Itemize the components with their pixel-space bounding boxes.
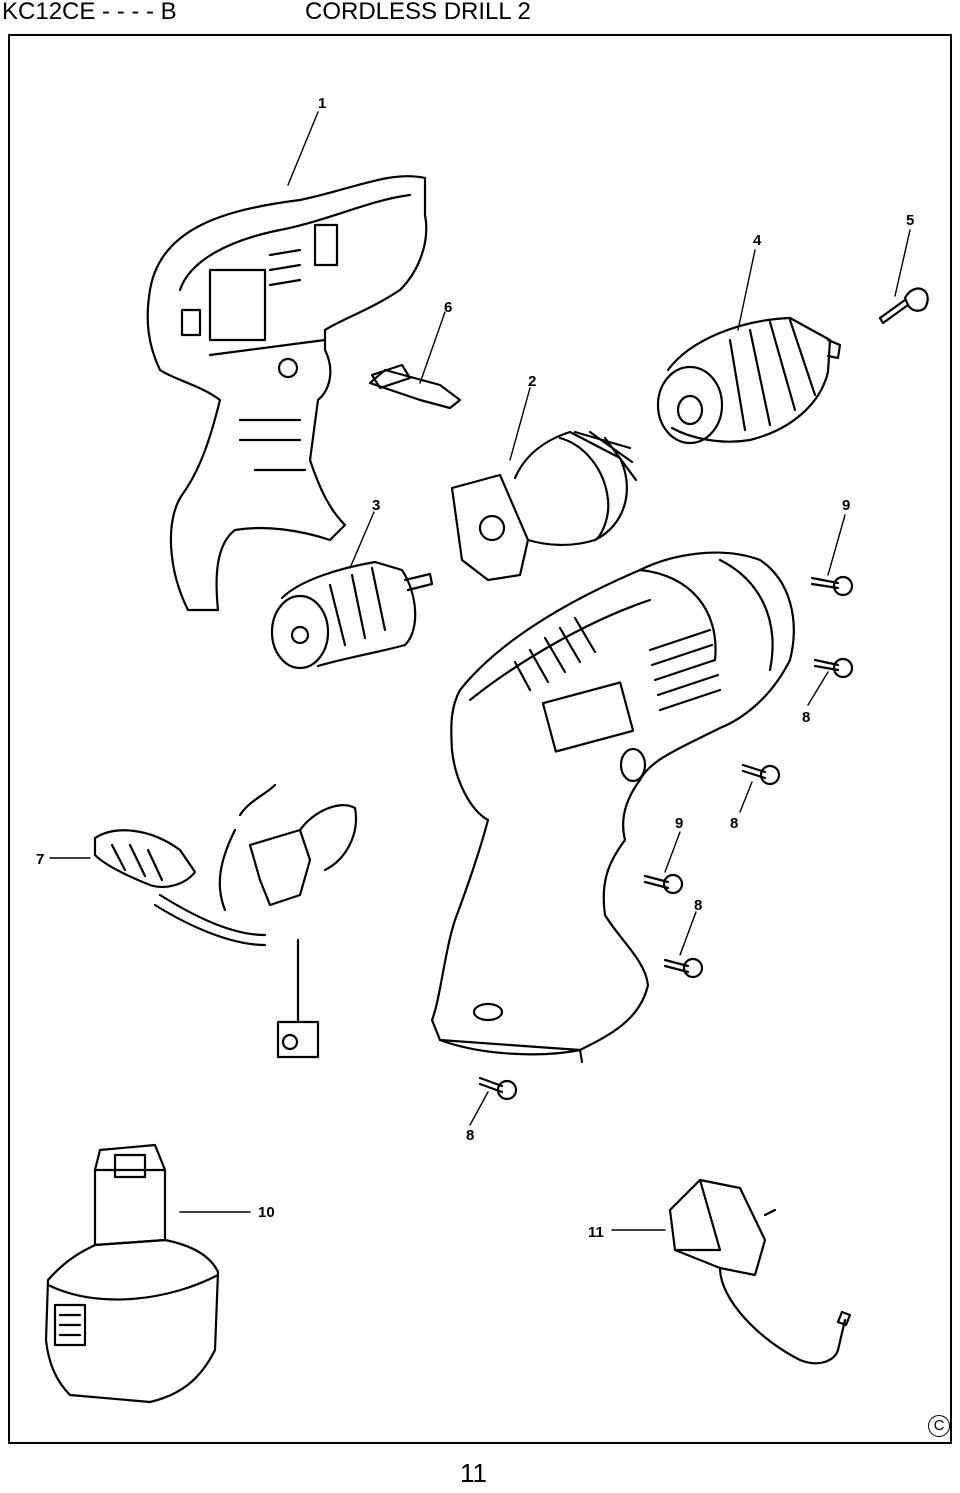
motor-part [270,560,434,670]
drill-body-assembly [430,551,795,1064]
chuck-screw-part [878,287,929,325]
callout-2: 2 [528,373,536,390]
leader-lines [49,111,911,1231]
callout-8c: 8 [694,897,702,914]
callout-4: 4 [753,232,762,249]
callout-8b: 8 [730,815,738,832]
callout-6: 6 [444,299,452,316]
callout-9b: 9 [675,815,683,832]
callout-7: 7 [36,851,44,868]
callout-8a: 8 [802,709,810,726]
document-title: CORDLESS DRILL 2 [305,0,531,25]
model-number: KC12CE - - - - B [2,0,177,25]
diagram-frame [8,34,952,1444]
callout-labels: 1 2 3 4 5 6 7 8 8 8 8 9 9 10 11 [36,95,914,1241]
spring-clip-part [370,363,412,390]
callout-5: 5 [906,212,914,229]
callout-9a: 9 [842,497,850,514]
chuck-part [656,316,842,445]
callout-10: 10 [258,1204,275,1221]
copyright-symbol: C [928,1415,950,1437]
callout-8d: 8 [466,1127,474,1144]
switch-assembly-part [93,783,358,1059]
housing-screws-part [478,575,854,1101]
charger-part [668,1178,852,1365]
callout-3: 3 [372,497,380,514]
battery-pack-part [44,1143,220,1404]
page-number: 11 [460,1458,487,1488]
gearbox-part [450,430,638,582]
callout-1: 1 [318,95,326,112]
callout-11: 11 [588,1224,604,1241]
housing-half-part [146,175,462,612]
